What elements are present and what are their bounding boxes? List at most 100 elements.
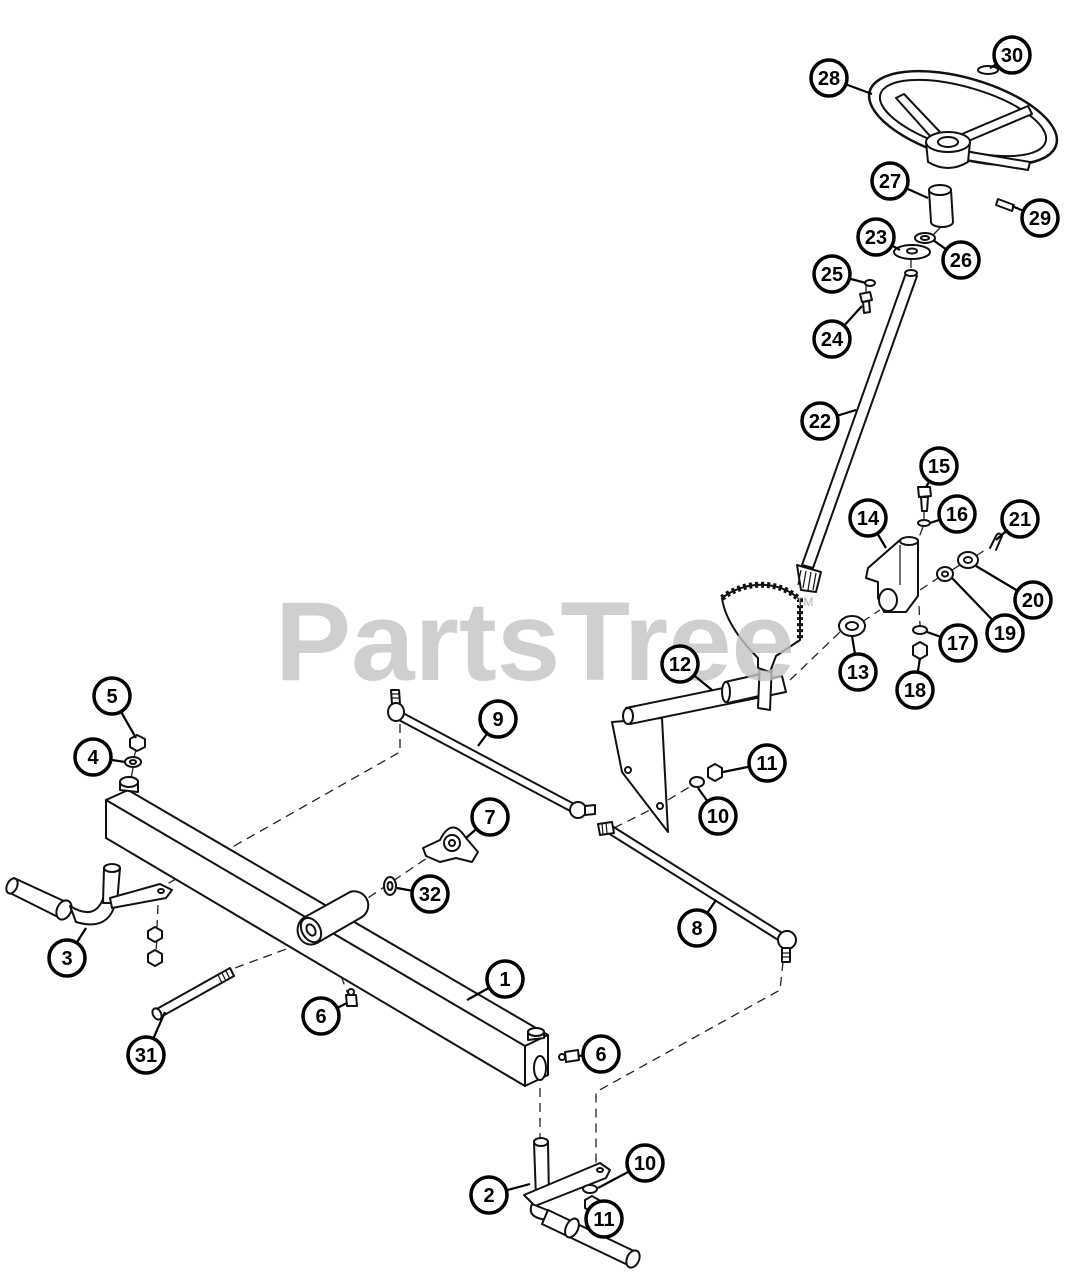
watermark-text: PartsTree: [275, 579, 795, 704]
callout-label: 32: [419, 884, 441, 906]
callout-label: 6: [595, 1044, 606, 1066]
callout-label: 23: [865, 227, 887, 249]
part-washer-4: [124, 756, 142, 768]
part-grease-fitting-center: [345, 988, 358, 1007]
part-bushing-13: [838, 615, 866, 637]
callout-10-lower: 10: [625, 1143, 665, 1183]
callout-1: 1: [485, 959, 525, 999]
callout-20: 20: [1013, 580, 1053, 620]
part-nut-left-spindle: [147, 949, 163, 967]
callout-label: 4: [87, 747, 99, 769]
part-bolt-24: [859, 291, 873, 314]
part-lockwasher-25: [864, 279, 876, 287]
callout-10-upper: 10: [698, 796, 738, 836]
part-nut-5: [129, 734, 146, 752]
callout-label: 18: [904, 680, 926, 702]
callout-30: 30: [992, 35, 1032, 75]
part-steering-wheel: [867, 69, 1059, 171]
callout-label: 3: [61, 948, 72, 970]
callout-15: 15: [919, 446, 959, 486]
callout-label: 10: [634, 1153, 656, 1175]
callout-label: 7: [484, 807, 495, 829]
part-washer-10-lower: [582, 1184, 598, 1194]
callout-12: 12: [660, 644, 700, 684]
callout-28: 28: [809, 58, 849, 98]
callout-16: 16: [937, 494, 977, 534]
callout-22: 22: [800, 401, 840, 441]
part-washer-10-upper: [689, 776, 705, 788]
callout-label: 13: [847, 662, 869, 684]
callout-label: 16: [946, 504, 968, 526]
callout-23: 23: [856, 217, 896, 257]
part-support-bracket: [865, 536, 919, 613]
callout-6-right: 6: [581, 1034, 621, 1074]
callout-2: 2: [469, 1175, 509, 1215]
part-washer-17: [912, 625, 928, 635]
part-flange-23: [893, 244, 931, 260]
part-pivot-sleeve: [296, 890, 370, 946]
part-roll-pin: [995, 198, 1015, 212]
callout-13: 13: [838, 652, 878, 692]
part-spindle-left: [5, 863, 173, 926]
callout-label: 6: [315, 1006, 326, 1028]
callout-label: 5: [106, 686, 117, 708]
assembly-dashed-lines: [129, 227, 989, 1165]
part-spindle-right: [523, 1137, 641, 1269]
callout-25: 25: [812, 254, 852, 294]
part-wheel-adapter: [928, 184, 954, 228]
callout-label: 31: [135, 1045, 157, 1067]
part-nut-18: [912, 641, 928, 660]
callout-label: 1: [499, 969, 510, 991]
callout-label: 19: [994, 623, 1016, 645]
callout-21: 21: [1000, 499, 1040, 539]
watermark: PartsTree TM: [275, 579, 813, 704]
callout-label: 20: [1022, 590, 1044, 612]
part-steering-shaft: [796, 269, 918, 593]
part-grease-fitting-right: [558, 1049, 580, 1063]
callout-label: 27: [879, 171, 901, 193]
callout-label: 25: [821, 264, 843, 286]
callout-label: 17: [947, 633, 969, 655]
callout-14: 14: [848, 498, 888, 538]
callout-27: 27: [870, 161, 910, 201]
watermark-trademark: TM: [796, 595, 813, 609]
callout-9: 9: [478, 699, 518, 739]
callout-label: 29: [1029, 208, 1051, 230]
callout-31: 31: [126, 1035, 166, 1075]
part-washer-26: [914, 232, 936, 244]
callout-11-lower: 11: [584, 1199, 624, 1239]
callout-6-center: 6: [301, 996, 341, 1036]
part-washer-19: [936, 566, 954, 582]
callout-label: 21: [1009, 509, 1031, 531]
callout-label: 10: [707, 806, 729, 828]
part-emblem-cap: [977, 65, 999, 75]
callout-label: 11: [593, 1209, 614, 1231]
callout-3: 3: [47, 938, 87, 978]
callout-24: 24: [812, 319, 852, 359]
callout-label: 11: [756, 753, 777, 775]
part-washer-20: [957, 551, 979, 569]
callout-label: 22: [809, 411, 831, 433]
callout-26: 26: [941, 240, 981, 280]
callout-4: 4: [73, 737, 113, 777]
callout-5: 5: [92, 676, 132, 716]
callout-label: 28: [818, 68, 840, 90]
callout-19: 19: [985, 613, 1025, 653]
callout-label: 2: [483, 1185, 494, 1207]
part-bolt-15: [917, 486, 932, 512]
callout-label: 8: [691, 918, 702, 940]
part-pillow-block: [422, 826, 479, 863]
callout-11-upper: 11: [747, 743, 787, 783]
part-washer-32: [383, 876, 397, 896]
callout-label: 30: [1001, 45, 1023, 67]
part-washer-left-spindle: [147, 926, 163, 943]
callout-label: 26: [950, 250, 972, 272]
callout-17: 17: [938, 623, 978, 663]
callout-7: 7: [470, 797, 510, 837]
part-lockwasher-16: [917, 519, 931, 527]
callout-32: 32: [410, 874, 450, 914]
callout-label: 9: [492, 709, 503, 731]
part-drag-link: [597, 821, 797, 963]
callout-8: 8: [677, 908, 717, 948]
